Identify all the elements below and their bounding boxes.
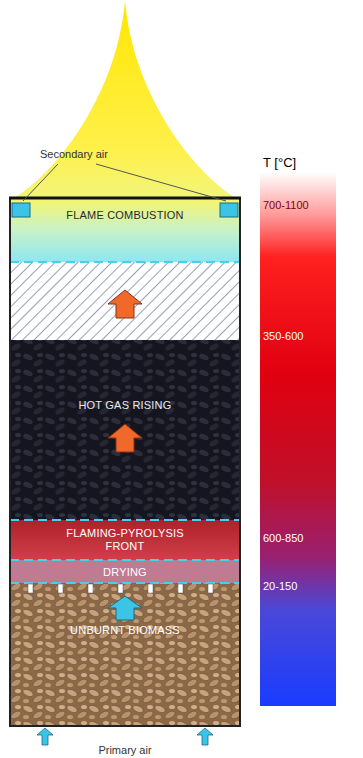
temperature-range: 350-600 [263, 330, 303, 343]
zone-label: FLAME COMBUSTION [66, 209, 184, 222]
zone-band: HOT GAS RISING [10, 263, 240, 520]
air-label: Secondary air [40, 148, 108, 161]
temperature-range: 600-850 [263, 532, 303, 545]
zone-label: DRYING [103, 566, 147, 579]
zone-band: FLAME COMBUSTION [10, 199, 240, 262]
zone-label: FLAMING-PYROLYSIS FRONT [60, 527, 190, 553]
zone-band: FLAMING-PYROLYSIS FRONT [10, 521, 240, 560]
zone-label: UNBURNT BIOMASS [70, 624, 180, 637]
axis-title: T [°C] [263, 156, 296, 169]
temperature-range: 20-150 [263, 580, 297, 593]
zone-band: UNBURNT BIOMASS [10, 594, 240, 726]
temperature-range: 700-1100 [263, 199, 309, 212]
zone-label: HOT GAS RISING [78, 399, 171, 412]
air-label: Primary air [98, 744, 151, 757]
zone-band: DRYING [10, 561, 240, 583]
